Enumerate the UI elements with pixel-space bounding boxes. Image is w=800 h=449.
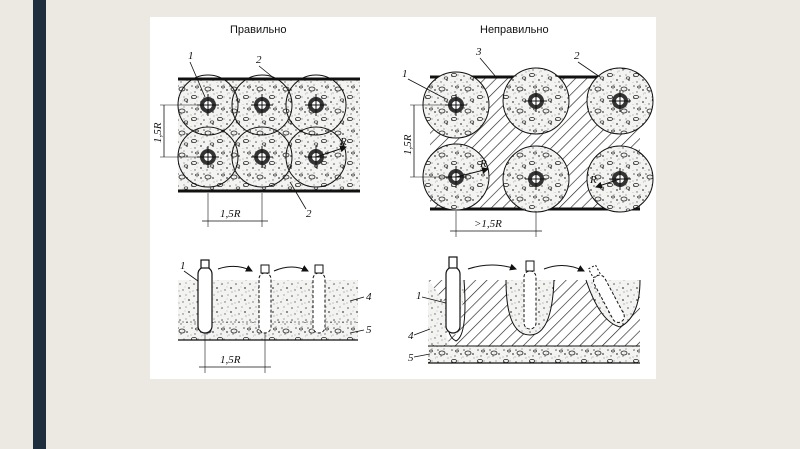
slide-accent-bar <box>33 0 46 449</box>
right-section-label-1: 1 <box>416 290 422 302</box>
right-radius-label-1: R <box>479 158 487 170</box>
right-label-2: 2 <box>574 50 580 62</box>
right-panel-title: Неправильно <box>480 24 549 36</box>
right-horizontal-dim: >1,5R <box>474 218 502 230</box>
vibrator-1-right <box>445 256 461 334</box>
right-radius-label-2: R <box>589 174 597 186</box>
left-label-2-bottom: 2 <box>306 208 312 220</box>
left-vertical-dim: 1,5R <box>152 122 164 143</box>
vibrator-2-left <box>258 264 272 334</box>
left-label-1: 1 <box>188 50 194 62</box>
left-panel-title: Правильно <box>230 24 286 36</box>
right-plan-view: R R 1 3 2 1,5R >1,5R <box>402 46 654 237</box>
left-horizontal-dim: 1,5R <box>220 208 241 220</box>
diagram-svg: Правильно Неправильно R 1 2 2 <box>152 24 654 373</box>
left-plan-view: R 1 2 2 1,5R 1,5R <box>152 50 360 227</box>
vibration-diagram: Правильно Неправильно R 1 2 2 <box>150 17 656 379</box>
left-section-label-5: 5 <box>366 324 372 336</box>
vibrator-3-right <box>587 264 625 323</box>
right-label-3: 3 <box>475 46 482 58</box>
vibrator-2-right <box>523 260 537 330</box>
vibrator-marks-left <box>197 94 327 168</box>
left-radius-label: R <box>339 136 347 148</box>
left-label-2-top: 2 <box>256 54 262 66</box>
right-section-label-4: 4 <box>408 330 414 342</box>
vibrator-3-left <box>312 264 326 334</box>
left-section-label-4: 4 <box>366 291 372 303</box>
right-section-view: 1 4 5 <box>408 256 641 364</box>
left-section-horizontal-dim: 1,5R <box>220 354 241 366</box>
right-label-1: 1 <box>402 68 408 80</box>
left-section-label-1: 1 <box>180 260 186 272</box>
vibrator-1-left <box>197 259 213 334</box>
right-vertical-dim: 1,5R <box>402 134 414 155</box>
left-section-view: 1 4 5 1,5R <box>178 259 372 373</box>
right-section-label-5: 5 <box>408 352 414 364</box>
